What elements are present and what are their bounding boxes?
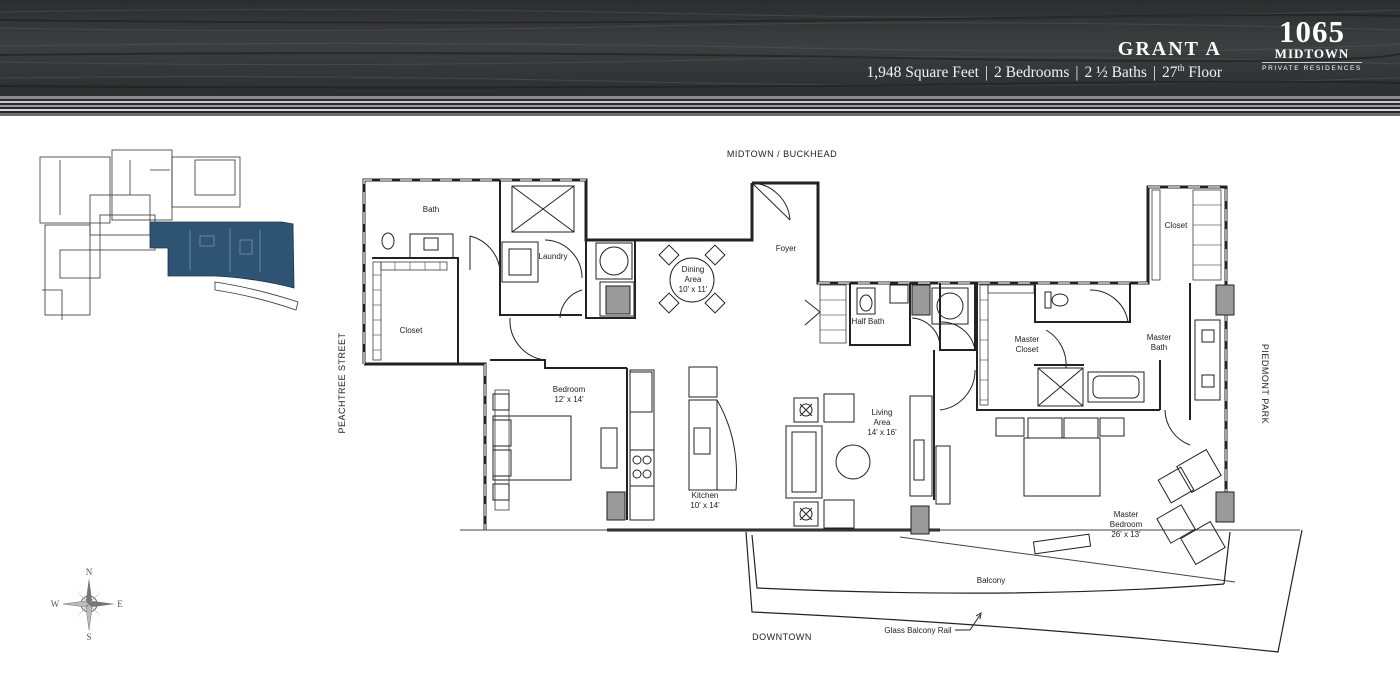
- glass-rail-label: Glass Balcony Rail: [884, 626, 951, 635]
- direction-east-label: PIEDMONT PARK: [1260, 344, 1270, 424]
- room-label-living: Living: [872, 408, 893, 417]
- door-swings: [469, 182, 1191, 446]
- floor-number: 27th Floor: [1162, 63, 1222, 82]
- bath-fixtures: [381, 185, 1221, 407]
- kitchen-counters: [629, 366, 738, 521]
- floor-plan: MIDTOWN / BUCKHEAD DOWNTOWN PEACHTREE ST…: [39, 149, 1303, 653]
- room-label-closet-right: Closet: [1165, 221, 1188, 230]
- room-label-bath: Bath: [423, 205, 439, 214]
- compass-east: E: [117, 599, 123, 609]
- closet-hatch: [373, 204, 1221, 401]
- floor-number-value: 27: [1162, 64, 1178, 82]
- unit-specs: 1,948 Square Feet | 2 Bedrooms | 2 ½ Baths | 2…: [867, 63, 1222, 82]
- room-label-master-bath: Master: [1147, 333, 1172, 342]
- room-dim-master-bedroom: 26' x 13': [1111, 530, 1141, 539]
- closet-shelving: [372, 189, 1222, 511]
- direction-north-label: MIDTOWN / BUCKHEAD: [727, 149, 837, 159]
- unit-name: GRANT A: [1117, 38, 1222, 60]
- exterior-wall-dashes: [363, 179, 1227, 530]
- logo-name: MIDTOWN: [1262, 46, 1362, 63]
- building-logo: 1065 MIDTOWN PRIVATE RESIDENCES: [1262, 14, 1362, 72]
- bath-count-fraction: ½: [1096, 64, 1108, 82]
- room-dim-living: 14' x 16': [867, 428, 897, 437]
- compass-rose: N S E W: [51, 567, 124, 642]
- floor-number-suffix: Floor: [1184, 64, 1222, 82]
- balcony-rail-arrow: [955, 612, 982, 631]
- compass-north: N: [86, 567, 93, 577]
- furniture: [492, 244, 1226, 566]
- room-dim-bedroom: 12' x 14': [554, 395, 584, 404]
- room-dim-dining: 10' x 11': [679, 285, 708, 294]
- key-plan-highlight: [149, 221, 295, 289]
- room-label-dining-area: Area: [685, 275, 702, 284]
- room-label-master-bath-2: Bath: [1151, 343, 1167, 352]
- room-label-master-closet-2: Closet: [1016, 345, 1039, 354]
- compass-west: W: [51, 599, 60, 609]
- bedroom-count: 2 Bedrooms: [994, 64, 1070, 82]
- room-label-kitchen: Kitchen: [692, 491, 719, 500]
- room-label-balcony: Balcony: [977, 576, 1005, 585]
- separator: |: [984, 64, 989, 82]
- room-label-dining: Dining: [682, 265, 705, 274]
- room-label-closet-left: Closet: [400, 326, 423, 335]
- facade-curve-line: [899, 536, 1236, 583]
- appliances: [501, 241, 1235, 535]
- compass-south: S: [86, 632, 91, 642]
- direction-south-label: DOWNTOWN: [752, 632, 812, 642]
- bath-count-suffix: Baths: [1107, 64, 1147, 82]
- bath-count-whole: 2: [1084, 64, 1093, 82]
- room-label-living-area: Area: [874, 418, 891, 427]
- key-plan-detail: [189, 228, 261, 272]
- room-label-half-bath: Half Bath: [852, 317, 885, 326]
- room-label-master-bedroom: Master: [1114, 510, 1139, 519]
- logo-number: 1065: [1279, 14, 1345, 49]
- room-dim-kitchen: 10' x 14': [690, 501, 720, 510]
- room-label-master-closet: Master: [1015, 335, 1040, 344]
- bath-count: 2 ½ Baths: [1084, 64, 1146, 81]
- key-plan: [39, 149, 299, 320]
- direction-west-label: PEACHTREE STREET: [337, 332, 347, 433]
- separator: |: [1075, 64, 1079, 82]
- balcony-outline: [745, 529, 1303, 653]
- room-label-laundry: Laundry: [539, 252, 568, 261]
- room-label-master-bedroom-2: Bedroom: [1110, 520, 1143, 529]
- floor-number-ordinal: th: [1177, 63, 1185, 73]
- wood-texture: [0, 8, 1400, 116]
- logo-tagline: PRIVATE RESIDENCES: [1262, 65, 1362, 72]
- room-labels: Bath Laundry Closet Bedroom 12' x 14' Di…: [400, 205, 1188, 635]
- square-feet: 1,948 Square Feet: [866, 64, 979, 82]
- room-label-foyer: Foyer: [776, 244, 797, 253]
- header-banner: GRANT A 1,948 Square Feet | 2 Bedrooms | 2 ½…: [0, 0, 1400, 116]
- interior-walls: [372, 180, 1191, 520]
- separator: |: [1152, 64, 1157, 82]
- room-label-bedroom: Bedroom: [553, 385, 586, 394]
